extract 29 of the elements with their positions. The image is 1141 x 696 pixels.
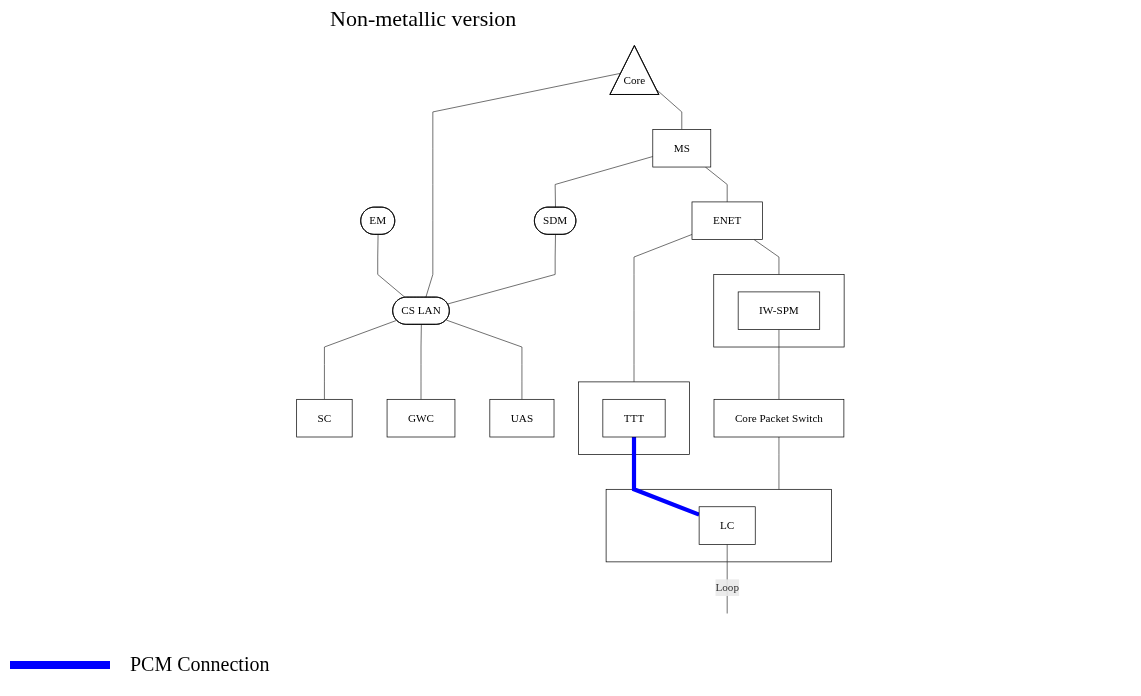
node-box: TTT — [602, 398, 666, 438]
connector — [705, 166, 728, 203]
connector — [778, 436, 780, 490]
connector — [632, 437, 700, 517]
cluster — [578, 381, 690, 455]
node-box: LC — [698, 506, 756, 545]
connector — [425, 72, 622, 298]
node-box: MS — [652, 129, 712, 168]
cluster — [713, 274, 845, 348]
connector — [420, 324, 422, 400]
connector — [446, 319, 523, 400]
connector — [633, 234, 693, 383]
node-box: ENET — [691, 201, 763, 240]
node-box: UAS — [489, 398, 555, 438]
connector — [778, 329, 780, 400]
connector — [753, 239, 780, 275]
diagram-title: Non-metallic version — [330, 6, 517, 32]
node-box: Core Packet Switch — [713, 398, 845, 438]
node-box: SC — [296, 398, 353, 438]
connector — [324, 320, 398, 400]
connector — [554, 156, 654, 208]
cluster — [605, 488, 832, 563]
connector — [377, 234, 406, 298]
legend-text: PCM Connection — [130, 653, 270, 676]
node-box: IW-SPM — [737, 291, 821, 330]
edge-label: Loop — [715, 581, 740, 594]
connector — [447, 234, 556, 305]
connector — [726, 544, 728, 614]
node-box: GWC — [386, 398, 456, 438]
